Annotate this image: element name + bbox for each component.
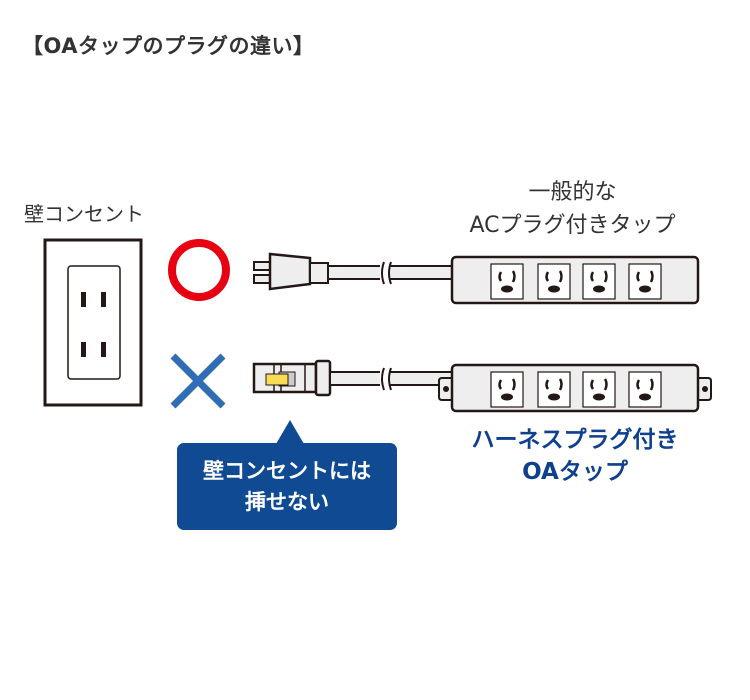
callout-line1: 壁コンセントには (203, 458, 371, 483)
ac-power-strip (450, 255, 700, 305)
wall-outlet-icon (43, 238, 143, 407)
callout-line2: 挿せない (245, 489, 329, 514)
oa-tap-label-line1: ハーネスプラグ付き (471, 427, 679, 453)
outlet-socket-icon (537, 371, 571, 408)
ac-cord (327, 261, 455, 285)
outlet-socket-icon (628, 263, 662, 300)
oa-tap-label-line2: OAタップ (522, 459, 628, 485)
circle-ok-icon (168, 239, 230, 301)
oa-cord (329, 367, 455, 391)
callout-pointer (276, 420, 304, 444)
cross-ng-icon (170, 353, 226, 409)
outlet-socket-icon (628, 371, 662, 408)
outlet-socket-icon (537, 263, 571, 300)
outlet-socket-icon (490, 263, 524, 300)
outlet-socket-icon (582, 263, 616, 300)
ac-tap-label: 一般的な ACプラグ付きタップ (430, 176, 715, 242)
outlet-socket-icon (490, 371, 524, 408)
ac-tap-label-line2: ACプラグ付きタップ (469, 213, 676, 238)
ac-plug-icon (253, 252, 329, 291)
oa-power-strip (438, 363, 712, 413)
oa-tap-label: ハーネスプラグ付き OAタップ (440, 424, 710, 488)
ac-tap-label-line1: 一般的な (528, 180, 617, 205)
callout-bubble: 壁コンセントには 挿せない (177, 443, 397, 530)
page-title: 【OAタップのプラグの違い】 (22, 34, 315, 58)
wall-outlet-label: 壁コンセント (24, 202, 144, 226)
harness-plug-icon (252, 359, 332, 397)
outlet-socket-icon (582, 371, 616, 408)
